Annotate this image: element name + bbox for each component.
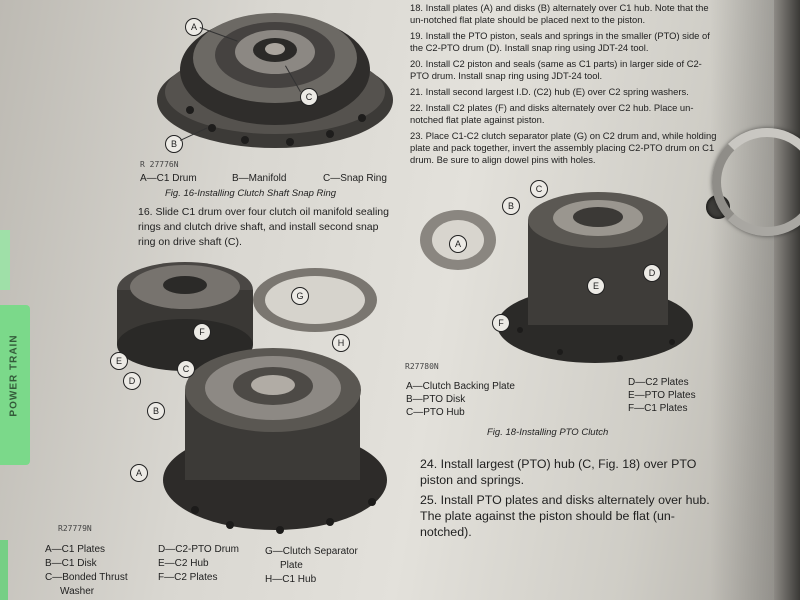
step-21: 21. Install second largest I.D. (C2) hub… bbox=[410, 86, 689, 97]
fig17-legend-a: A—C1 Plates bbox=[45, 544, 106, 555]
fig18-callout-d: D bbox=[643, 264, 661, 282]
fig16-code: R 27776N bbox=[140, 160, 179, 169]
fig17-legend-c2: Washer bbox=[60, 586, 95, 597]
fig17-code: R27779N bbox=[58, 524, 92, 533]
fig18-code: R27780N bbox=[405, 362, 439, 371]
fig17-callout-f: F bbox=[193, 323, 211, 341]
fig18-legend-c: C—PTO Hub bbox=[406, 407, 465, 418]
step-25: 25. Install PTO plates and disks alterna… bbox=[420, 493, 710, 539]
step-20: 20. Install C2 piston and seals (same as… bbox=[410, 58, 702, 81]
fig17-legend-f: F—C2 Plates bbox=[158, 572, 218, 583]
fig17-legend-c: C—Bonded Thrust bbox=[45, 572, 128, 583]
binder-cover bbox=[774, 0, 800, 600]
fig18-legend-b: B—PTO Disk bbox=[406, 394, 466, 405]
step-16: 16. Slide C1 drum over four clutch oil m… bbox=[138, 206, 389, 248]
fig17-illustration bbox=[117, 262, 387, 534]
section-tab-upper bbox=[0, 230, 10, 290]
fig17-callout-g: G bbox=[291, 287, 309, 305]
fig17-callout-c: C bbox=[177, 360, 195, 378]
fig17-callout-b: B bbox=[147, 402, 165, 420]
fig17-legend-e: E—C2 Hub bbox=[158, 558, 209, 569]
fig16-callout-c: C bbox=[300, 88, 318, 106]
step-24: 24. Install largest (PTO) hub (C, Fig. 1… bbox=[420, 457, 697, 487]
fig17-legend-h: H—C1 Hub bbox=[265, 574, 317, 585]
fig17-callout-d: D bbox=[123, 372, 141, 390]
fig16-legend-a: A—C1 Drum bbox=[140, 173, 197, 184]
fig18-callout-f: F bbox=[492, 314, 510, 332]
fig18-callout-a: A bbox=[449, 235, 467, 253]
fig17-legend-g: G—Clutch Separator bbox=[265, 546, 358, 557]
fig16-legend-c: C—Snap Ring bbox=[323, 173, 387, 184]
fig17-legend-d: D—C2-PTO Drum bbox=[158, 544, 239, 555]
fig17-callout-a: A bbox=[130, 464, 148, 482]
fig17-callout-e: E bbox=[110, 352, 128, 370]
section-tab-power-train[interactable] bbox=[0, 305, 30, 465]
section-tab-lower bbox=[0, 540, 8, 600]
fig16-callout-b: B bbox=[165, 135, 183, 153]
fig18-caption: Fig. 18-Installing PTO Clutch bbox=[487, 427, 609, 438]
fig18-callout-c: C bbox=[530, 180, 548, 198]
fig17-legend-g2: Plate bbox=[280, 560, 303, 571]
fig16-legend-b: B—Manifold bbox=[232, 173, 287, 184]
binder-ring bbox=[712, 128, 800, 236]
fig17-callout-h: H bbox=[332, 334, 350, 352]
fig18-callout-b: B bbox=[502, 197, 520, 215]
step-19: 19. Install the PTO piston, seals and sp… bbox=[410, 30, 710, 53]
fig16-illustration bbox=[157, 13, 393, 148]
fig18-illustration bbox=[420, 192, 693, 363]
fig16-callout-a: A bbox=[185, 18, 203, 36]
step-18: 18. Install plates (A) and disks (B) alt… bbox=[410, 2, 709, 25]
fig18-legend-f: F—C1 Plates bbox=[628, 403, 688, 414]
fig18-callout-e: E bbox=[587, 277, 605, 295]
fig18-legend-d: D—C2 Plates bbox=[628, 377, 689, 388]
fig18-legend-a: A—Clutch Backing Plate bbox=[406, 381, 515, 392]
fig17-legend-b: B—C1 Disk bbox=[45, 558, 97, 569]
fig16-caption: Fig. 16-Installing Clutch Shaft Snap Rin… bbox=[165, 188, 337, 199]
section-tab-label: POWER TRAIN bbox=[8, 334, 20, 417]
step-22: 22. Install C2 plates (F) and disks alte… bbox=[410, 102, 694, 125]
right-steps: 18. Install plates (A) and disks (B) alt… bbox=[410, 2, 720, 170]
fig18-legend-e: E—PTO Plates bbox=[628, 390, 696, 401]
step-23: 23. Place C1-C2 clutch separator plate (… bbox=[410, 130, 717, 165]
